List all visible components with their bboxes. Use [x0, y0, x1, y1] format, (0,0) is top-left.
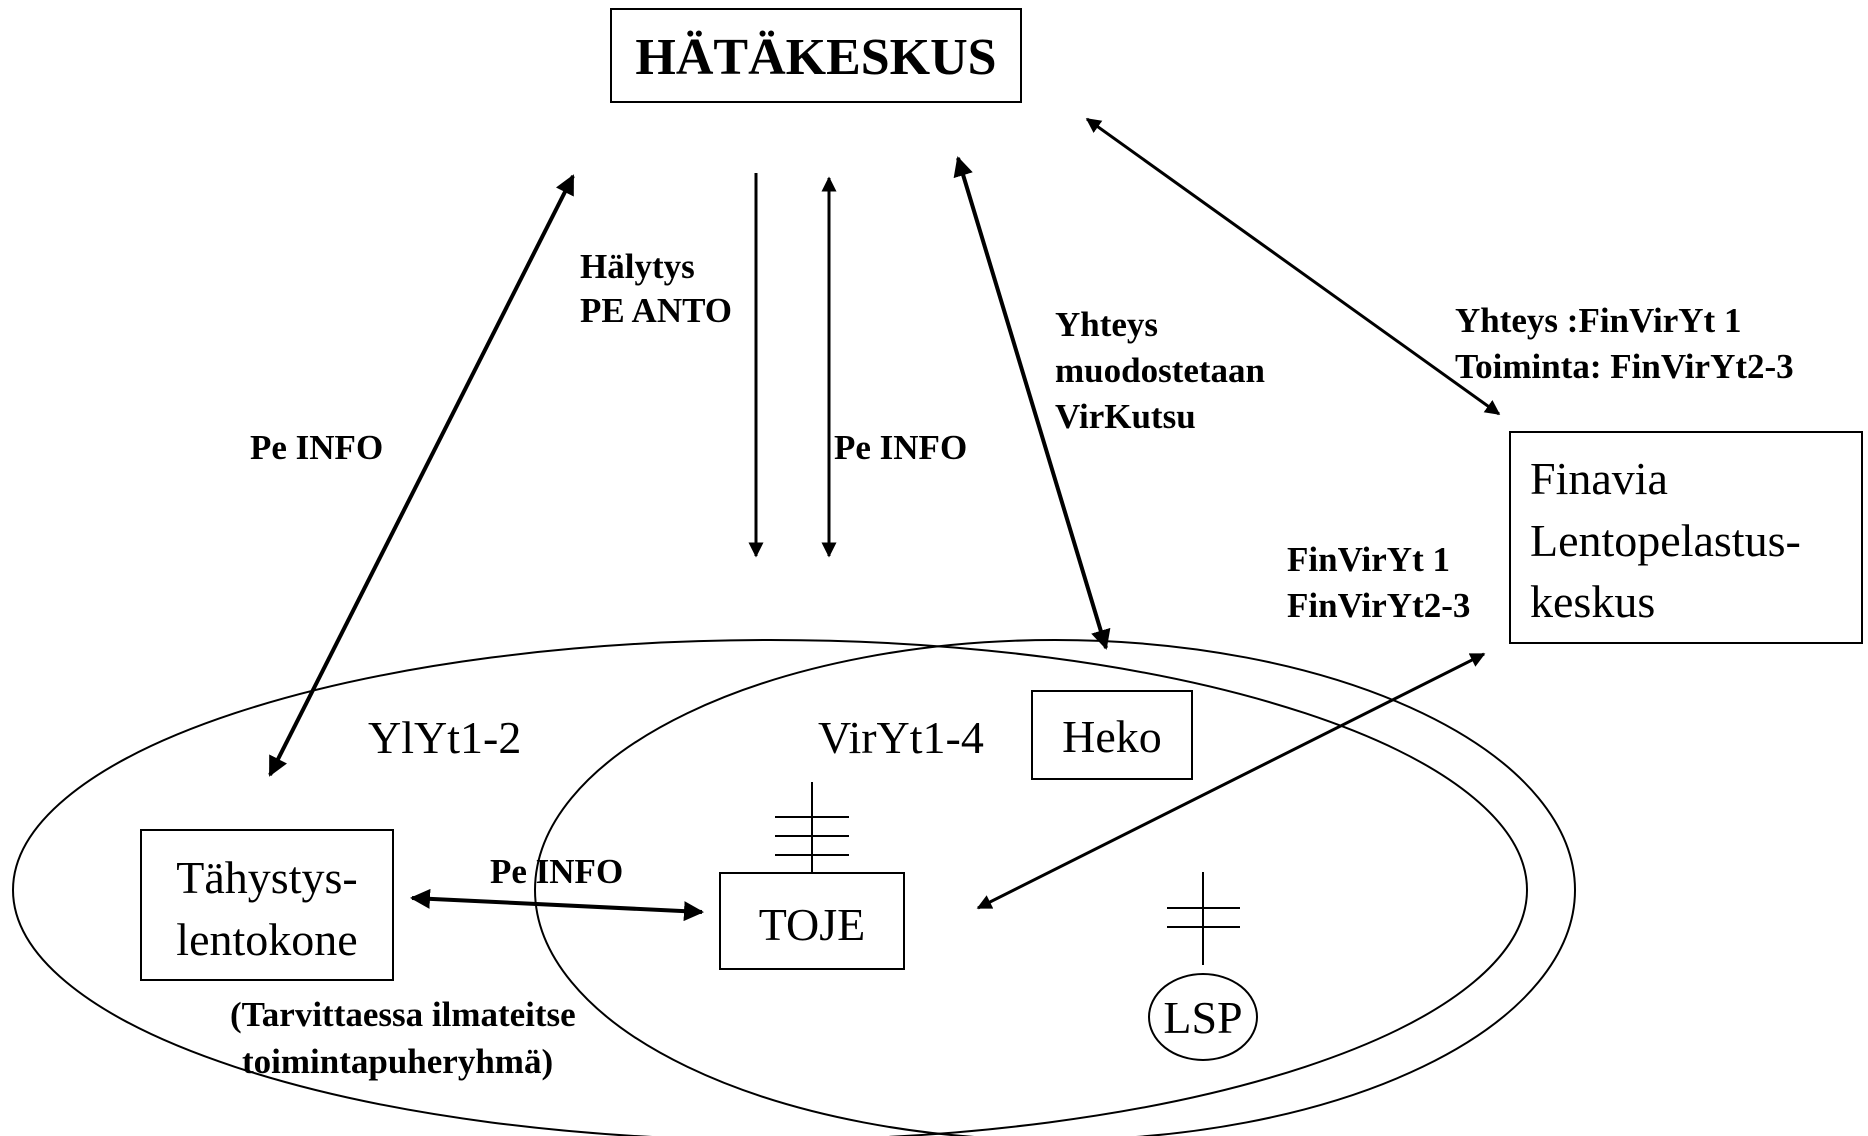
finavia-line-1: Finavia — [1530, 453, 1668, 504]
finviryt-lower-label-2: FinVirYt2-3 — [1287, 586, 1470, 625]
halytys-label-2: PE ANTO — [580, 291, 732, 330]
lsp-circle — [1148, 973, 1258, 1061]
viryt-group-label: VirYt1-4 — [818, 712, 984, 763]
arrow-tahystys-toje — [410, 888, 704, 922]
tahystys-line-2: lentokone — [176, 914, 357, 965]
hatakeskus-label: HÄTÄKESKUS — [635, 29, 996, 86]
arrow-hatakeskus-finavia — [1085, 117, 1501, 416]
pe-info-left-label: Pe INFO — [250, 428, 383, 467]
tahystys-line-1: Tähystys- — [176, 852, 357, 903]
lsp-antenna-icon — [1167, 872, 1240, 965]
ylyt-group-label: YlYt1-2 — [368, 712, 521, 763]
arrow-finavia-toje — [976, 652, 1486, 910]
finavia-box — [1509, 431, 1863, 644]
yhteys-virkutsu-label-3: VirKutsu — [1055, 397, 1196, 436]
yhteys-virkutsu-label-2: muodostetaan — [1055, 351, 1265, 390]
pe-info-center-label: Pe INFO — [834, 428, 967, 467]
toje-box — [719, 872, 905, 970]
arrow-virkutsu — [953, 156, 1111, 650]
hatakeskus-box — [610, 8, 1022, 103]
halytys-label-1: Hälytys — [580, 247, 695, 286]
yhteys-finviryt-label-2: Toiminta: FinVirYt2-3 — [1455, 347, 1794, 386]
finavia-line-2: Lentopelastus- — [1530, 515, 1801, 566]
tarvittaessa-label-2: toimintapuheryhmä) — [242, 1042, 553, 1081]
yhteys-finviryt-label-1: Yhteys :FinVirYt 1 — [1455, 301, 1741, 340]
ylyt-group-ellipse — [12, 639, 1528, 1136]
toje-antenna-icon — [775, 782, 849, 873]
toje-label: TOJE — [759, 899, 866, 950]
yhteys-virkutsu-label-1: Yhteys — [1055, 305, 1158, 344]
finavia-line-3: keskus — [1530, 576, 1655, 627]
tarvittaessa-label-1: (Tarvittaessa ilmateitse — [230, 995, 576, 1034]
pe-info-bottom-label: Pe INFO — [490, 852, 623, 891]
heko-label: Heko — [1062, 711, 1162, 762]
finviryt-lower-label-1: FinVirYt 1 — [1287, 540, 1450, 579]
lsp-label: LSP — [1163, 992, 1242, 1043]
arrow-tahystys-hatakeskus — [268, 174, 575, 777]
tahystys-box — [140, 829, 394, 981]
